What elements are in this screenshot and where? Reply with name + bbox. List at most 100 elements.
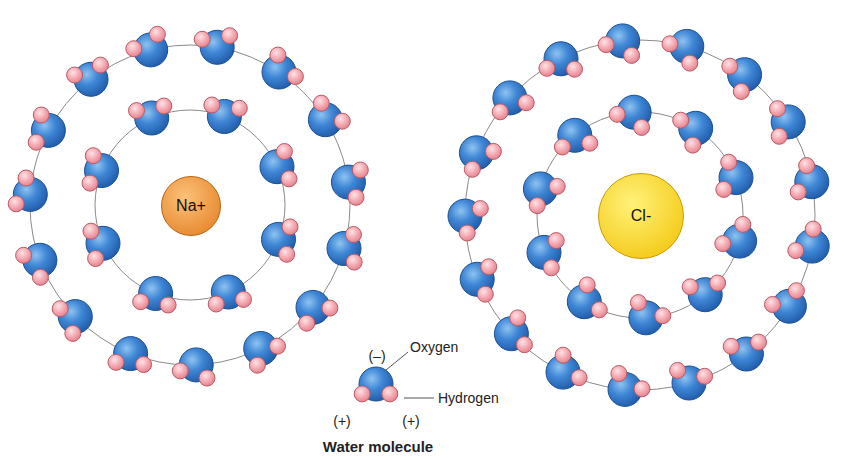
hydrogen-atom (609, 106, 625, 122)
hydrogen-atom (231, 100, 247, 116)
inner-shell (95, 110, 285, 300)
hydrogen-atom (710, 275, 726, 291)
water-molecule (8, 170, 47, 212)
water-molecule (673, 111, 713, 153)
water-molecule (16, 243, 57, 285)
hydrogen-atom (655, 308, 671, 324)
water-molecule (723, 334, 766, 371)
hydrogen-atom (204, 97, 220, 113)
hydrogen-atom (630, 295, 646, 311)
hydrogen-atom (459, 225, 475, 241)
hydrogen-atom (222, 28, 238, 44)
hydrogen-atom (472, 201, 488, 217)
hydrogen-atom (579, 277, 595, 293)
water-molecule (133, 277, 176, 314)
water-molecule (194, 28, 237, 65)
ion-circle: Cl- (598, 173, 684, 259)
hydration-shells (30, 40, 815, 390)
leader-line (386, 352, 408, 370)
water-molecule (494, 310, 532, 353)
hydrogen-atom (685, 137, 701, 153)
hydrogen-atom (354, 386, 370, 402)
hydrogen-atom (735, 216, 751, 232)
hydrogen-atom (716, 181, 732, 197)
hydrogen-atom (634, 119, 650, 135)
water-molecule (52, 300, 92, 342)
water-molecule (108, 337, 152, 373)
leader-line (404, 398, 434, 399)
hydrogen-atom (346, 227, 362, 243)
leader-lines (386, 352, 434, 398)
hydrogen-atom (33, 107, 49, 123)
hydrogen-atom (334, 113, 350, 129)
hydrogen-atom (287, 69, 303, 85)
water-molecule (448, 199, 488, 241)
water-molecules (8, 24, 829, 407)
hydrogen-atom (723, 338, 739, 354)
water-molecule (354, 367, 398, 402)
water-molecule (331, 162, 368, 205)
hydrogen-atom (529, 198, 545, 214)
hydrogen-atom (172, 363, 188, 379)
water-molecule (527, 233, 564, 276)
hydrogen-atom (721, 154, 737, 170)
water-molecule (28, 107, 65, 150)
water-molecule (546, 347, 587, 389)
water-molecule (598, 24, 640, 64)
hydrogen-atom (352, 162, 368, 178)
hydrogen-atom (539, 60, 555, 76)
hydrogen-atom (611, 366, 627, 382)
outer-shell (465, 40, 815, 390)
water-molecule (83, 223, 120, 266)
hydrogen-atom (83, 223, 99, 239)
part-label: (–) (368, 348, 385, 364)
water-molecule (129, 98, 172, 135)
hydrogen-atom (788, 283, 804, 299)
hydrogen-atom (510, 310, 526, 326)
hydrogen-atom (281, 171, 297, 187)
hydrogen-atom (88, 251, 104, 267)
hydrogen-atom (129, 103, 145, 119)
hydrogen-atom (770, 101, 786, 117)
hydrogen-atom (591, 302, 607, 318)
water-molecule (204, 97, 247, 134)
hydrogen-atom (270, 47, 286, 63)
hydrogen-atom (28, 134, 44, 150)
hydrogen-atom (477, 286, 493, 302)
water-molecule (770, 101, 806, 145)
hydrogen-atom (348, 189, 364, 205)
hydrogen-atom (18, 170, 34, 186)
hydrogen-atom (771, 128, 787, 144)
hydrogen-atom (765, 297, 781, 313)
hydrogen-atom (799, 158, 815, 174)
water-molecule (67, 57, 109, 96)
water-molecule (722, 58, 762, 100)
hydrogen-atom (516, 337, 532, 353)
water-molecule (662, 29, 704, 71)
hydrogen-atom (673, 112, 689, 128)
hydrogen-atom (788, 243, 804, 259)
hydrogen-atom (156, 98, 172, 114)
water-molecule (492, 81, 534, 120)
water-molecule (523, 172, 565, 214)
water-molecule (788, 221, 829, 263)
hydrogen-atom (299, 315, 315, 331)
hydrogen-atom (571, 370, 587, 386)
water-molecule (260, 144, 297, 187)
ion-label: Cl- (631, 207, 651, 225)
hydrogen-atom (270, 338, 286, 354)
hydrogen-atom (555, 347, 571, 363)
water-molecule (790, 158, 829, 200)
hydrogen-atom (485, 143, 501, 159)
hydrogen-atom (492, 104, 508, 120)
water-molecule (609, 95, 651, 135)
water-molecule (682, 275, 725, 312)
inner-shell (537, 112, 743, 318)
water-molecule (608, 366, 650, 407)
hydrogen-atom (518, 95, 534, 111)
hydrogen-atom (282, 219, 298, 235)
water-molecule (308, 95, 350, 137)
hydrogen-atom (548, 233, 564, 249)
water-molecule (716, 154, 753, 197)
